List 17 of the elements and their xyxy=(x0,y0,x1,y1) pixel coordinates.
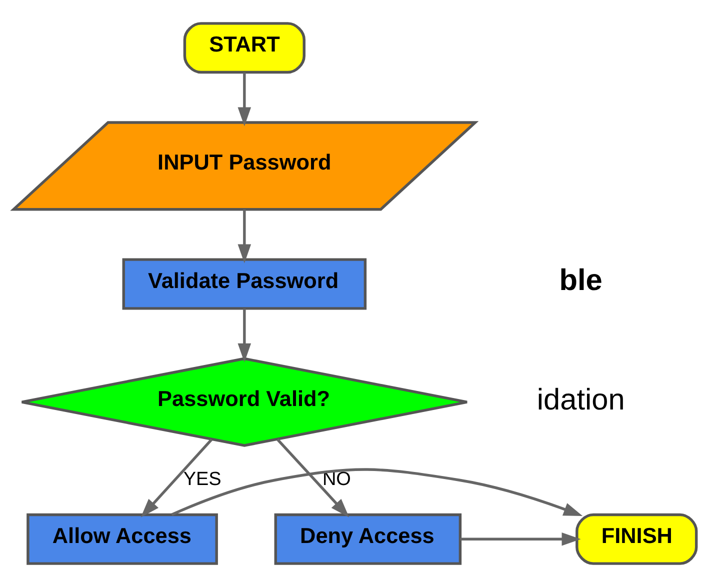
label: ble xyxy=(559,264,602,297)
arrow xyxy=(238,72,252,126)
arrow xyxy=(276,438,350,517)
arrow xyxy=(171,468,583,516)
edge-label: YES xyxy=(183,468,222,490)
node-diamond: Password Valid? xyxy=(20,356,468,446)
node-box: Allow Access xyxy=(26,512,218,564)
edge-label: NO xyxy=(322,468,351,490)
label: idation xyxy=(536,383,625,416)
arrow xyxy=(140,438,213,517)
node-box: Validate Password xyxy=(122,258,367,310)
node-box: Deny Access xyxy=(274,512,462,564)
arrow xyxy=(238,209,252,263)
node-box: FINISH xyxy=(576,512,698,564)
node-box: START xyxy=(183,22,306,74)
arrow xyxy=(460,532,581,546)
arrow xyxy=(238,308,252,362)
